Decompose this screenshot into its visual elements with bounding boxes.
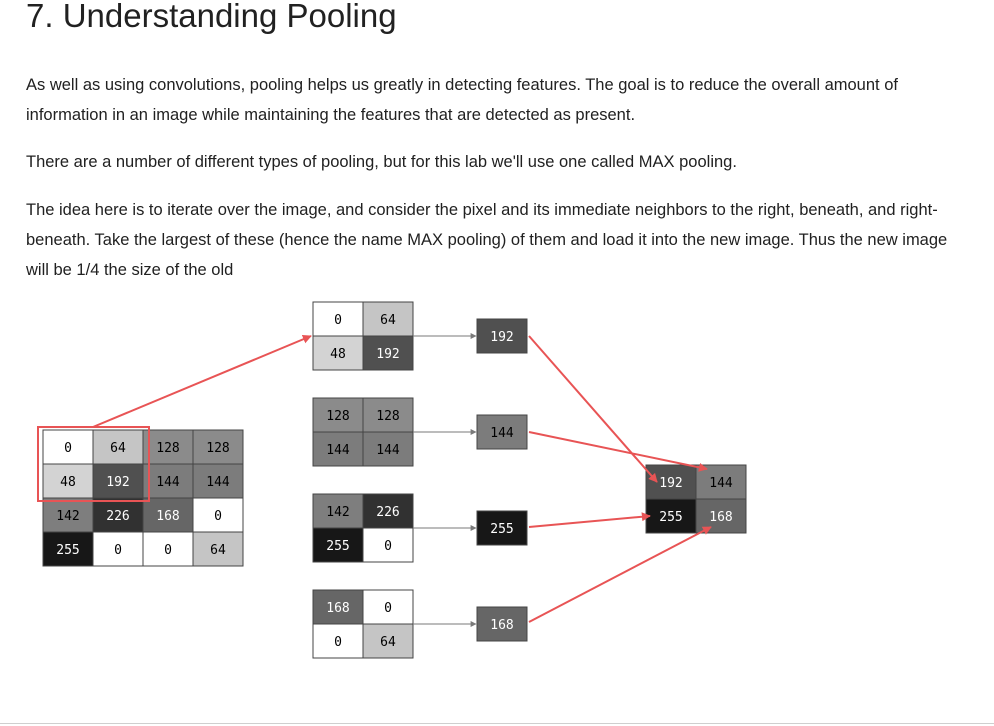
pooling-window-cell: 0 (312, 301, 364, 337)
max-to-output-arrow (528, 335, 658, 483)
input-grid-cell: 226 (92, 497, 144, 533)
input-grid-cell: 192 (92, 463, 144, 499)
output-grid-cell-value: 255 (659, 510, 682, 525)
output-grid-cell-value: 168 (709, 510, 732, 525)
pooling-window-cell-value: 144 (326, 443, 350, 458)
pooling-window-cell: 144 (362, 431, 414, 467)
input-grid-cell-value: 128 (156, 441, 179, 456)
input-grid-cell: 142 (42, 497, 94, 533)
pooling-window-cell-value: 192 (376, 347, 399, 362)
max-value-box: 192 (476, 318, 528, 354)
pooling-window-cell-value: 0 (334, 635, 342, 650)
input-grid-cell: 64 (192, 531, 244, 567)
max-value-box-value: 255 (490, 522, 513, 537)
max-value-box: 255 (476, 510, 528, 546)
input-grid-cell: 144 (142, 463, 194, 499)
pooling-window-cell: 0 (362, 527, 414, 563)
output-grid-cell: 168 (695, 498, 747, 534)
max-value-box: 144 (476, 414, 528, 450)
pooling-window-cell-value: 168 (326, 601, 349, 616)
pooling-window-cell: 128 (312, 397, 364, 433)
input-grid-cell-value: 144 (206, 475, 230, 490)
input-grid: 0 64 128 128 48 192 144 144 142 226 168 0 255 0 0 64 (42, 429, 244, 567)
bottom-divider (0, 723, 994, 724)
max-value-box-value: 192 (490, 330, 513, 345)
max-value-box: 168 (476, 606, 528, 642)
input-grid-cell: 144 (192, 463, 244, 499)
input-grid-cell-value: 144 (156, 475, 180, 490)
pooling-window-cell: 0 (312, 623, 364, 659)
max-to-output-arrow (528, 512, 651, 528)
input-grid-cell-value: 0 (114, 543, 122, 558)
output-grid-cell: 192 (645, 464, 697, 500)
output-grid-cell: 255 (645, 498, 697, 534)
max-to-output-arrow (528, 526, 712, 623)
input-grid-cell: 0 (92, 531, 144, 567)
max-to-output-arrow (528, 431, 708, 472)
max-value-box-value: 144 (490, 426, 514, 441)
output-grid: 192 144 255 168 (645, 464, 747, 534)
input-grid-cell: 128 (142, 429, 194, 465)
pooling-window-cell-value: 226 (376, 505, 399, 520)
input-grid-cell: 0 (192, 497, 244, 533)
highlight-to-window-arrow (92, 334, 312, 428)
pooling-window-cell: 255 (312, 527, 364, 563)
pooling-window: 0 64 48 192 (312, 301, 414, 371)
pooling-window-cell-value: 142 (326, 505, 349, 520)
input-grid-cell: 0 (142, 531, 194, 567)
pooling-window-cell: 128 (362, 397, 414, 433)
max-pooling-paragraph: The idea here is to iterate over the ima… (26, 201, 948, 279)
pooling-window-cell: 0 (362, 589, 414, 625)
pooling-window-cell-value: 128 (326, 409, 349, 424)
pooling-window-cell: 168 (312, 589, 364, 625)
pooling-window-cell-value: 144 (376, 443, 400, 458)
input-grid-cell-value: 226 (106, 509, 129, 524)
input-grid-cell-value: 0 (164, 543, 172, 558)
input-grid-cell: 0 (42, 429, 94, 465)
input-grid-cell-value: 128 (206, 441, 229, 456)
input-grid-cell-value: 0 (214, 509, 222, 524)
pooling-window-cell: 142 (312, 493, 364, 529)
pooling-window-cell: 64 (362, 301, 414, 337)
input-grid-cell: 128 (192, 429, 244, 465)
pooling-window-cell-value: 64 (380, 313, 396, 328)
pooling-window: 128 128 144 144 (312, 397, 414, 467)
output-grid-cell-value: 192 (659, 476, 682, 491)
pooling-window: 168 0 0 64 (312, 589, 414, 659)
pooling-window-cell-value: 48 (330, 347, 346, 362)
input-grid-cell-value: 0 (64, 441, 72, 456)
pooling-window-cell-value: 64 (380, 635, 396, 650)
pooling-window-cell: 48 (312, 335, 364, 371)
max-value-box-value: 168 (490, 618, 513, 633)
input-grid-cell-value: 168 (156, 509, 179, 524)
input-grid-cell: 64 (92, 429, 144, 465)
input-grid-cell-value: 48 (60, 475, 76, 490)
pooling-window-cell-value: 0 (334, 313, 342, 328)
pooling-window-cell-value: 255 (326, 539, 349, 554)
pooling-window: 142 226 255 0 (312, 493, 414, 563)
pooling-window-cell-value: 0 (384, 539, 392, 554)
input-grid-cell: 48 (42, 463, 94, 499)
pooling-window-cell-value: 128 (376, 409, 399, 424)
input-grid-cell: 168 (142, 497, 194, 533)
pooling-window-cell: 64 (362, 623, 414, 659)
input-grid-cell: 255 (42, 531, 94, 567)
input-grid-cell-value: 192 (106, 475, 129, 490)
pooling-window-cell: 144 (312, 431, 364, 467)
intro-paragraph: As well as using convolutions, pooling h… (26, 76, 898, 124)
page-title: 7. Understanding Pooling (26, 0, 397, 34)
pooling-types-paragraph: There are a number of different types of… (26, 153, 737, 171)
input-grid-cell-value: 64 (110, 441, 126, 456)
input-grid-cell-value: 64 (210, 543, 226, 558)
input-grid-cell-value: 142 (56, 509, 79, 524)
input-grid-cell-value: 255 (56, 543, 79, 558)
pooling-window-cell-value: 0 (384, 601, 392, 616)
output-grid-cell: 144 (695, 464, 747, 500)
output-grid-cell-value: 144 (709, 476, 733, 491)
pooling-window-cell: 192 (362, 335, 414, 371)
pooling-window-cell: 226 (362, 493, 414, 529)
